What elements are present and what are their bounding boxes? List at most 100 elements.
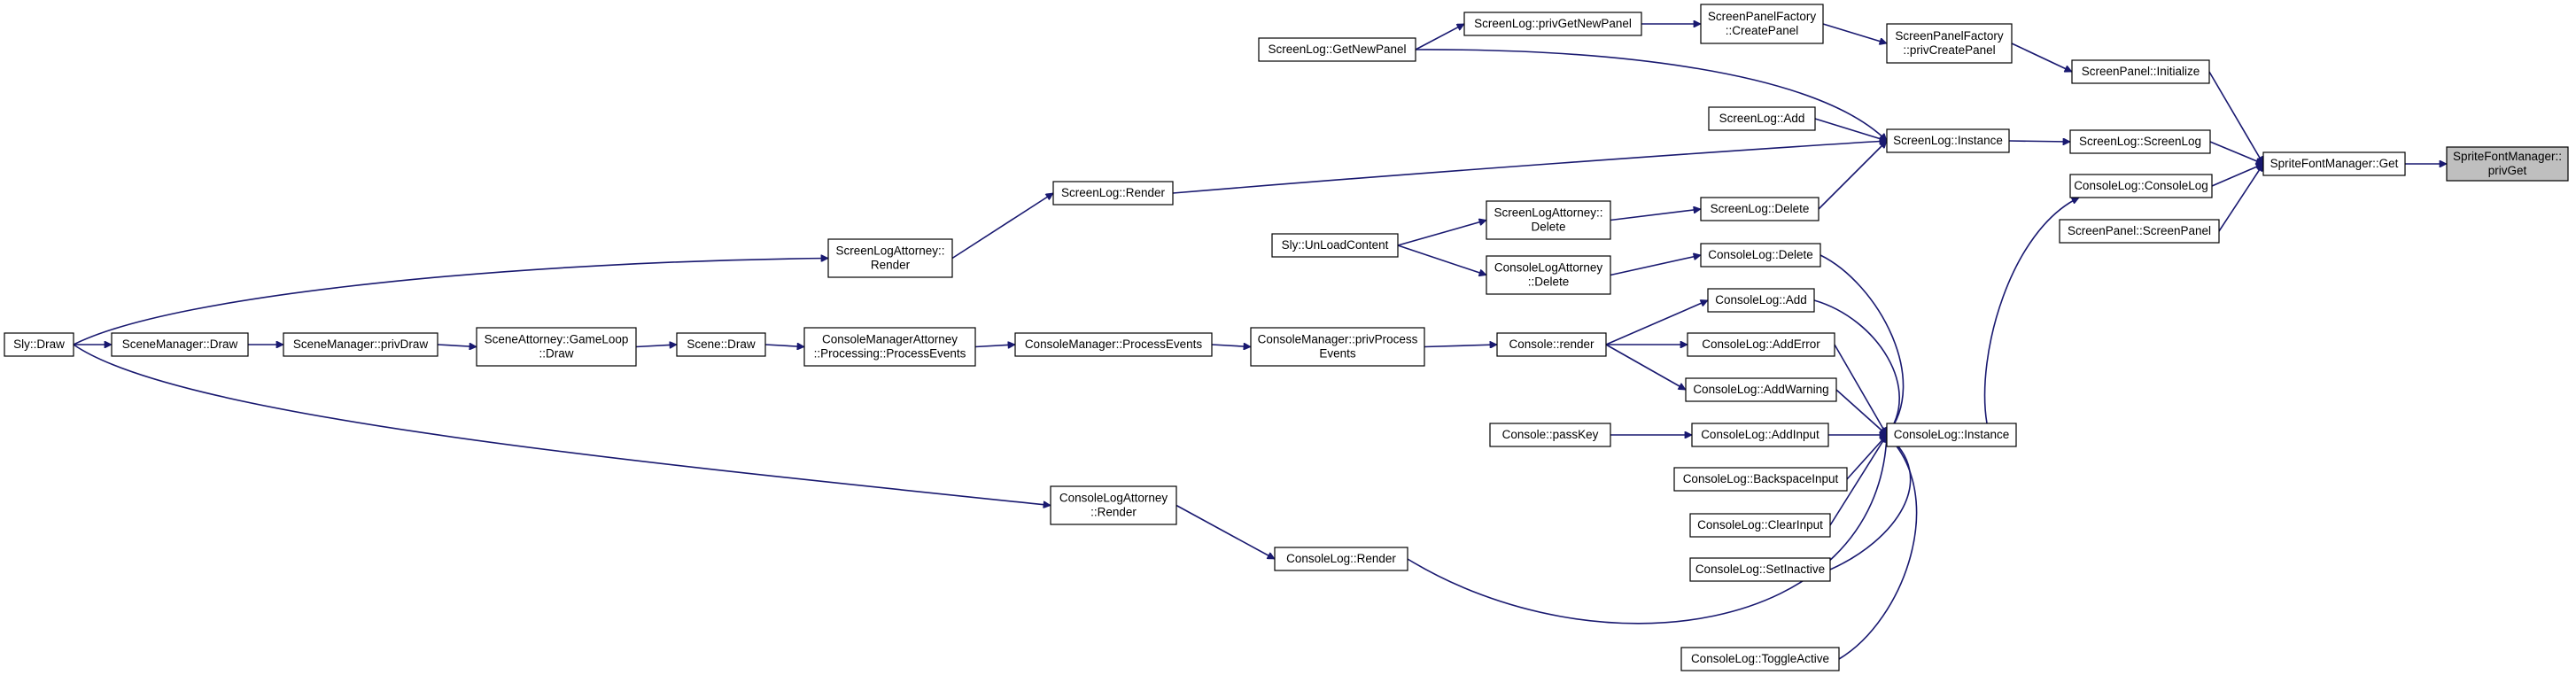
call-edge-console_render-to-cl_addwarning bbox=[1605, 344, 1686, 391]
node-cl-delete[interactable]: ConsoleLog::Delete bbox=[1700, 243, 1821, 268]
call-edge-cla_render-to-cl_render bbox=[1175, 504, 1275, 560]
node-label: ScreenLog::Add bbox=[1719, 112, 1805, 125]
call-edge-sceneatt_draw-to-scene_draw bbox=[635, 345, 677, 347]
node-label: SceneAttorney::GameLoop bbox=[485, 333, 629, 346]
node-cl-addwarning[interactable]: ConsoleLog::AddWarning bbox=[1685, 377, 1837, 402]
call-edge-screenpanel_ctor-to-sprite_get bbox=[2218, 164, 2264, 232]
node-box bbox=[1700, 4, 1824, 44]
node-sprite-get[interactable]: SpriteFontManager::Get bbox=[2262, 151, 2406, 176]
call-edge-sly_unload-to-cla_delete bbox=[1397, 244, 1486, 275]
call-edge-console_render-to-cl_add bbox=[1605, 300, 1708, 345]
node-cl-add[interactable]: ConsoleLog::Add bbox=[1707, 288, 1815, 313]
node-box bbox=[1689, 513, 1831, 538]
node-cla-delete[interactable]: ConsoleLogAttorney::Delete bbox=[1486, 255, 1611, 295]
node-sl-render[interactable]: ScreenLog::Render bbox=[1052, 181, 1174, 206]
node-sprite-privget[interactable]: SpriteFontManager::privGet bbox=[2446, 146, 2569, 182]
node-label: ::Draw bbox=[539, 347, 573, 361]
node-box bbox=[1271, 233, 1399, 258]
node-scene-draw[interactable]: Scene::Draw bbox=[676, 332, 766, 357]
node-screenpanel-ctor[interactable]: ScreenPanel::ScreenPanel bbox=[2059, 219, 2220, 244]
node-screenlog-ctor[interactable]: ScreenLog::ScreenLog bbox=[2069, 129, 2211, 154]
node-box bbox=[1673, 467, 1848, 492]
node-box bbox=[2446, 146, 2569, 182]
node-box bbox=[803, 327, 976, 367]
call-edge-sla_render-to-sl_render bbox=[951, 192, 1053, 260]
node-cl-toggle[interactable]: ConsoleLog::ToggleActive bbox=[1680, 647, 1840, 671]
node-cm-process[interactable]: ConsoleManager::ProcessEvents bbox=[1014, 332, 1213, 357]
node-console-render[interactable]: Console::render bbox=[1496, 332, 1607, 357]
node-consolelog-ctor[interactable]: ConsoleLog::ConsoleLog bbox=[2069, 174, 2213, 198]
call-edge-cm_privprocess-to-console_render bbox=[1424, 345, 1497, 347]
node-spf-privcreate[interactable]: ScreenPanelFactory::privCreatePanel bbox=[1886, 23, 2013, 64]
node-label: ConsoleLog::AddWarning bbox=[1693, 383, 1828, 396]
node-box bbox=[1685, 377, 1837, 402]
node-cl-addinput[interactable]: ConsoleLog::AddInput bbox=[1691, 423, 1829, 447]
node-sla-delete[interactable]: ScreenLogAttorney::Delete bbox=[1486, 200, 1611, 240]
node-label: Scene::Draw bbox=[687, 338, 756, 351]
node-box bbox=[476, 327, 637, 367]
call-edge-cl_backspace-to-cl_instance bbox=[1846, 435, 1887, 480]
node-box bbox=[1689, 557, 1831, 582]
edges bbox=[73, 24, 2447, 660]
node-label: ConsoleLog::Add bbox=[1715, 293, 1807, 306]
node-spf-create[interactable]: ScreenPanelFactory::CreatePanel bbox=[1700, 4, 1824, 44]
call-edge-cl_add-to-cl_instance bbox=[1813, 299, 1900, 435]
node-sl-add[interactable]: ScreenLog::Add bbox=[1708, 106, 1816, 131]
node-box bbox=[1274, 547, 1408, 571]
node-cl-setinactive[interactable]: ConsoleLog::SetInactive bbox=[1689, 557, 1831, 582]
node-label: ::Delete bbox=[1528, 275, 1570, 289]
node-cl-instance[interactable]: ConsoleLog::Instance bbox=[1886, 423, 2017, 447]
node-scenemgr-draw[interactable]: SceneManager::Draw bbox=[111, 332, 249, 357]
node-label: ConsoleManagerAttorney bbox=[822, 333, 958, 346]
call-edge-cl_setinactive-to-cl_instance bbox=[1829, 434, 1912, 570]
node-box bbox=[1886, 128, 2010, 153]
node-sla-render[interactable]: ScreenLogAttorney::Render bbox=[827, 238, 953, 278]
call-edge-screenpanel_init-to-sprite_get bbox=[2208, 71, 2264, 164]
nodes: SpriteFontManager::privGet SpriteFontMana… bbox=[4, 4, 2569, 671]
node-box bbox=[1886, 423, 2017, 447]
node-cla-render[interactable]: ConsoleLogAttorney::Render bbox=[1050, 485, 1177, 525]
node-box bbox=[1680, 647, 1840, 671]
node-sl-delete[interactable]: ScreenLog::Delete bbox=[1700, 197, 1819, 221]
node-box bbox=[1486, 255, 1611, 295]
node-box bbox=[1496, 332, 1607, 357]
node-scenemgr-privdraw[interactable]: SceneManager::privDraw bbox=[283, 332, 438, 357]
node-box bbox=[2262, 151, 2406, 176]
node-sceneatt-draw[interactable]: SceneAttorney::GameLoop::Draw bbox=[476, 327, 637, 367]
node-box bbox=[1463, 12, 1642, 36]
node-cl-adderror[interactable]: ConsoleLog::AddError bbox=[1687, 332, 1835, 357]
node-label: ConsoleManager::ProcessEvents bbox=[1025, 338, 1203, 351]
node-cl-render[interactable]: ConsoleLog::Render bbox=[1274, 547, 1408, 571]
call-edge-cm_process-to-cm_privprocess bbox=[1211, 345, 1251, 347]
call-edge-sl_add-to-sl_instance bbox=[1814, 118, 1887, 141]
node-sl-privgetnew[interactable]: ScreenLog::privGetNewPanel bbox=[1463, 12, 1642, 36]
node-label: Events bbox=[1319, 347, 1356, 361]
node-label: ConsoleLog::AddInput bbox=[1701, 428, 1819, 441]
node-label: ScreenLog::ScreenLog bbox=[2079, 135, 2201, 148]
node-label: ScreenLog::Delete bbox=[1711, 202, 1810, 215]
node-cma-process[interactable]: ConsoleManagerAttorney::Processing::Proc… bbox=[803, 327, 976, 367]
node-sly-unload[interactable]: Sly::UnLoadContent bbox=[1271, 233, 1399, 258]
node-sl-instance[interactable]: ScreenLog::Instance bbox=[1886, 128, 2010, 153]
node-label: ScreenLog::Instance bbox=[1893, 134, 2003, 147]
call-edge-cl_clearinput-to-cl_instance bbox=[1829, 435, 1888, 526]
call-edge-sla_delete-to-sl_delete bbox=[1610, 209, 1701, 221]
node-screenpanel-init[interactable]: ScreenPanel::Initialize bbox=[2071, 59, 2210, 84]
call-edge-consolelog_ctor-to-sprite_get bbox=[2211, 164, 2263, 187]
node-box bbox=[2069, 174, 2213, 198]
node-label: SceneManager::Draw bbox=[122, 338, 238, 351]
node-box bbox=[1258, 37, 1416, 62]
node-label: ConsoleLog::ConsoleLog bbox=[2074, 179, 2208, 192]
node-label: Sly::Draw bbox=[13, 338, 65, 351]
node-sl-getnew[interactable]: ScreenLog::GetNewPanel bbox=[1258, 37, 1416, 62]
call-edge-sly_unload-to-sla_delete bbox=[1397, 221, 1486, 246]
node-console-passkey[interactable]: Console::passKey bbox=[1489, 423, 1611, 447]
node-label: ::Render bbox=[1090, 506, 1137, 519]
node-cl-clearinput[interactable]: ConsoleLog::ClearInput bbox=[1689, 513, 1831, 538]
node-cl-backspace[interactable]: ConsoleLog::BackspaceInput bbox=[1673, 467, 1848, 492]
node-sly-draw[interactable]: Sly::Draw bbox=[4, 332, 74, 357]
node-box bbox=[2059, 219, 2220, 244]
node-label: ConsoleLog::BackspaceInput bbox=[1683, 472, 1839, 485]
node-label: ::privCreatePanel bbox=[1903, 43, 1995, 57]
